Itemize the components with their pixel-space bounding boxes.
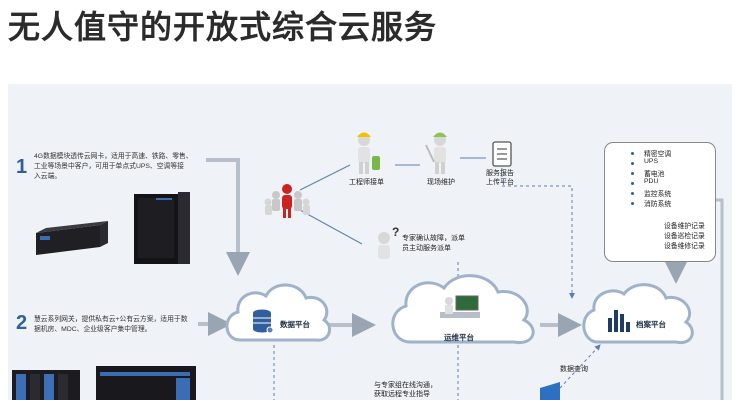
section-1-line: 入云端。 [34, 173, 62, 180]
list-bullet [631, 172, 634, 175]
onsite-label: 现场维护 [427, 179, 455, 186]
system-item: 蓄电池 [644, 171, 665, 178]
expert-icon: ? [378, 225, 399, 259]
system-item: PDU [644, 178, 659, 185]
system-item: 精密空调 [644, 151, 672, 158]
archive-platform-label: 档案平台 [636, 320, 666, 329]
system-item: 监控系统 [644, 191, 672, 198]
query-label: 数据查询 [560, 366, 588, 373]
database-icon [253, 309, 274, 334]
page-title: 无人值守的开放式综合云服务 [8, 9, 438, 45]
maintenance-worker-icon [425, 132, 447, 174]
report-label-2: 上传平台 [486, 179, 514, 186]
system-item: UPS [644, 158, 658, 165]
tablet-icon [540, 382, 560, 400]
remote-label-1: 与专家组在线沟通， [374, 382, 437, 389]
section-2-number: 2 [16, 312, 28, 334]
list-bullet [631, 192, 634, 195]
ups-device-image [36, 221, 108, 255]
cloud-archive-shape [582, 283, 694, 345]
dashed-query [559, 344, 601, 389]
svg-text:?: ? [392, 225, 399, 239]
expert-label-1: 专家确认故障，派单 [402, 235, 465, 242]
list-bullet [631, 152, 634, 155]
list-bullet [631, 202, 634, 205]
cabinet-device-image [134, 192, 190, 264]
section-1-line: 工业等场景中客户，可用于单点式UPS、空调等接 [34, 163, 184, 170]
ops-platform-label: 运维平台 [444, 333, 474, 342]
record-item: 设备维修记录 [664, 243, 705, 250]
report-document-icon [492, 141, 512, 167]
server-rack-image [12, 366, 196, 400]
dashed-report-down [501, 168, 575, 299]
flow-arrow-section1-to-data [206, 158, 250, 276]
section-1-number: 1 [16, 156, 28, 178]
data-platform-label: 数据平台 [280, 320, 310, 329]
expert-label-2: 员主动服务派单 [402, 245, 451, 252]
record-item: 设备巡检记录 [664, 233, 705, 240]
monitor-operator-icon [440, 295, 480, 318]
report-label-1: 服务报告 [486, 170, 514, 177]
link-alarm-expert [299, 209, 363, 245]
list-bullet [631, 162, 634, 165]
flow-line-right-edge [714, 198, 724, 400]
record-item: 设备维护记录 [664, 223, 705, 230]
remote-label-2: 获取远程专业指导 [374, 391, 430, 398]
section-2-text: 慧云系列网关，提供私有云+公有云方案，适用于数 据机房、MDC、企业级客户集中管… [34, 315, 204, 335]
engineer-label: 工程师接单 [349, 179, 384, 186]
engineer-icon [357, 132, 380, 174]
section-2-line: 据机房、MDC、企业级客户集中管理。 [34, 326, 152, 333]
section-1-text: 4G数据模块透传云网卡，适用于高速、铁路、零售、 工业等场景中客户，可用于单点式… [34, 152, 214, 182]
cloud-data-shape [225, 283, 332, 342]
systems-box [604, 142, 716, 262]
system-item: 消防系统 [644, 201, 672, 208]
bar-chart-icon [608, 310, 630, 332]
section-2-line: 慧云系列网关，提供私有云+公有云方案，适用于数 [34, 316, 188, 323]
list-bullet [631, 182, 634, 185]
section-1-line: 4G数据模块透传云网卡，适用于高速、铁路、零售、 [34, 153, 193, 160]
link-alarm-engineer [299, 164, 351, 191]
alarm-crowd-icon [264, 184, 310, 218]
